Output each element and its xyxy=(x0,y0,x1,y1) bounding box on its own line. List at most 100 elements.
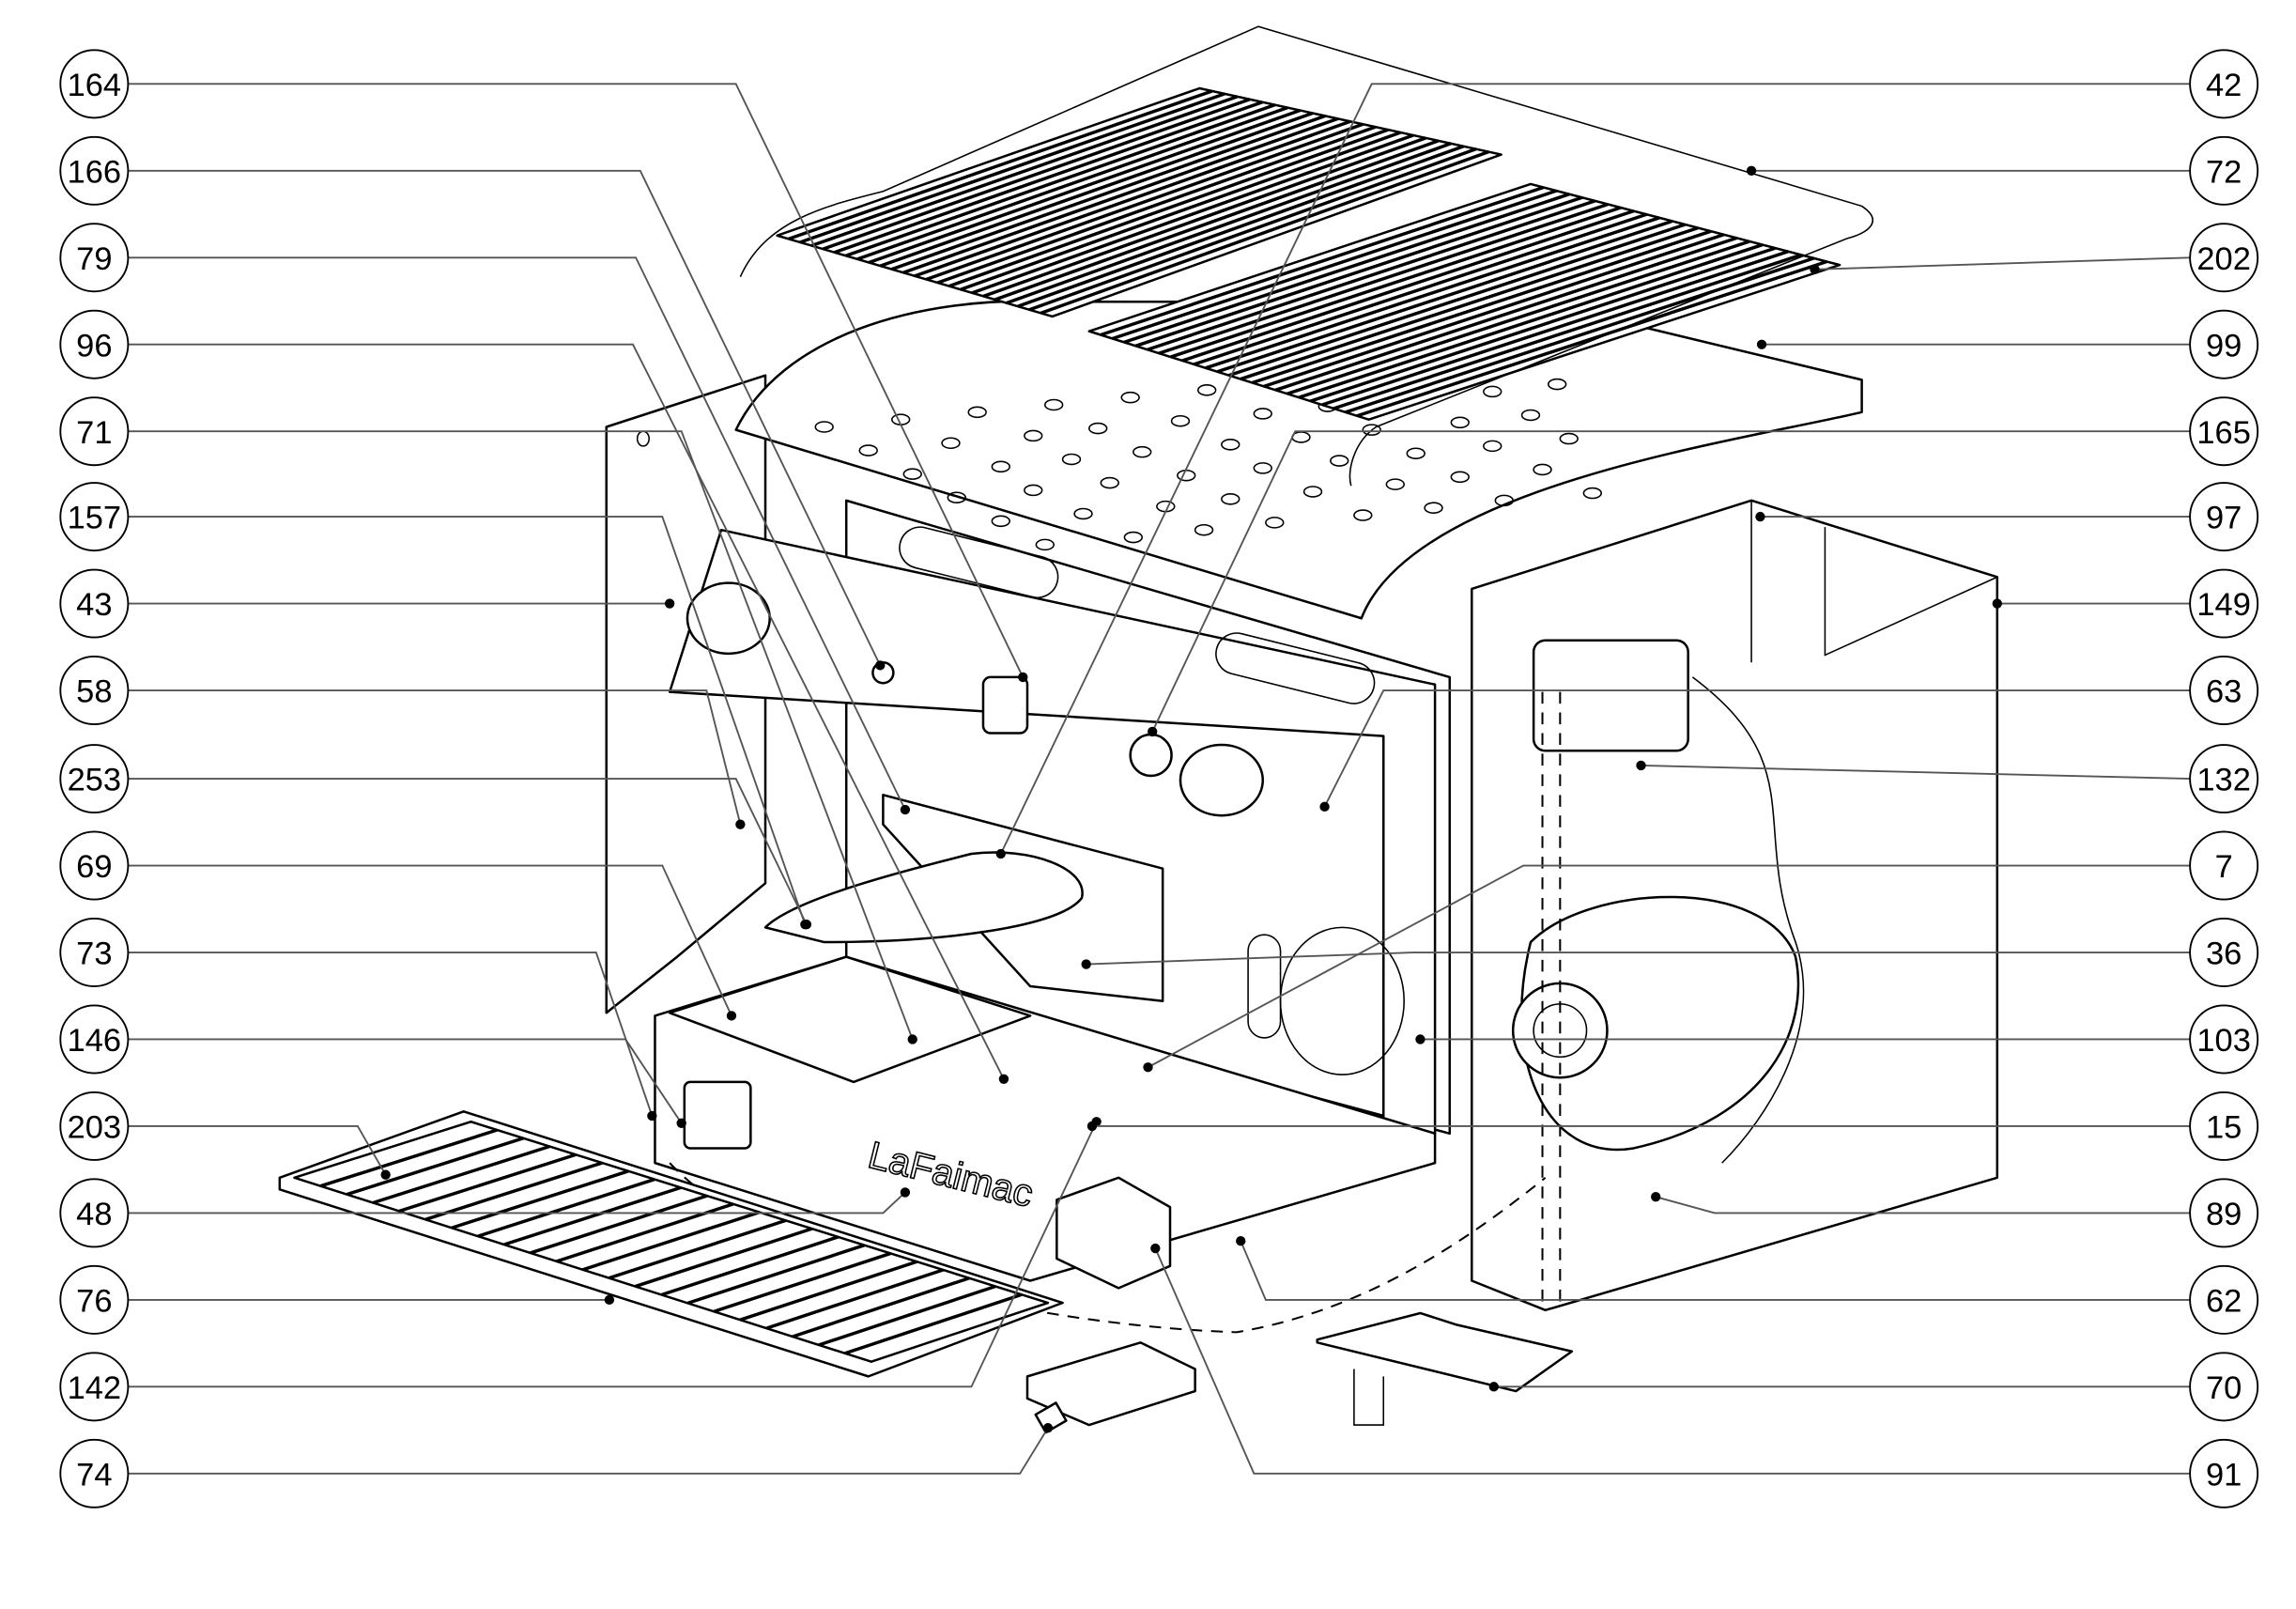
callout-label: 149 xyxy=(2196,587,2251,623)
leader-dot-36 xyxy=(1081,959,1091,969)
pressure-switch-63 xyxy=(1532,639,1689,752)
leader-dot-43 xyxy=(664,598,675,609)
leader-dot-97 xyxy=(1755,511,1765,522)
leader-dot-103 xyxy=(1415,1034,1425,1044)
callout-164: 164 xyxy=(59,49,130,119)
callout-73: 73 xyxy=(59,918,130,987)
callout-97: 97 xyxy=(2189,482,2259,552)
callout-165: 165 xyxy=(2189,396,2259,467)
leader-dot-15 xyxy=(1086,1121,1098,1132)
leader-dot-58 xyxy=(735,819,746,829)
callout-142: 142 xyxy=(59,1352,130,1422)
leader-line-42 xyxy=(999,83,2191,855)
leader-dot-202 xyxy=(1810,264,1820,274)
leader-line-202 xyxy=(1814,256,2191,271)
leader-dot-132 xyxy=(1636,760,1646,771)
callout-label: 42 xyxy=(2206,68,2242,103)
callout-label: 165 xyxy=(2196,415,2251,451)
callout-label: 70 xyxy=(2206,1370,2242,1406)
callout-circle xyxy=(59,309,130,379)
leader-dot-91 xyxy=(1150,1243,1161,1254)
leader-line-79 xyxy=(128,256,906,811)
callout-circle xyxy=(2189,482,2259,552)
leader-dot-166 xyxy=(875,660,886,671)
callout-62: 62 xyxy=(2189,1264,2259,1335)
callout-circle xyxy=(59,1178,130,1248)
callout-label: 132 xyxy=(2196,763,2251,798)
callout-label: 58 xyxy=(76,674,112,710)
callout-circle xyxy=(59,223,130,293)
cup-tray-99 xyxy=(734,300,1863,620)
callout-label: 91 xyxy=(2206,1457,2242,1493)
callout-label: 142 xyxy=(68,1370,122,1406)
callout-label: 97 xyxy=(2206,501,2242,536)
callout-label: 203 xyxy=(68,1110,122,1146)
callout-label: 36 xyxy=(2206,936,2242,972)
leader-dot-203 xyxy=(380,1169,391,1180)
callout-label: 62 xyxy=(2206,1283,2242,1319)
leader-dot-62 xyxy=(1236,1236,1246,1246)
callout-label: 43 xyxy=(76,587,112,623)
callout-43: 43 xyxy=(59,568,130,639)
callout-circle xyxy=(2189,1438,2259,1508)
leader-dot-149 xyxy=(1992,598,2002,609)
callout-166: 166 xyxy=(59,135,130,206)
leader-dot-73 xyxy=(647,1110,657,1122)
leader-dot-69 xyxy=(726,1011,737,1021)
callout-203: 203 xyxy=(59,1091,130,1161)
leader-line-89 xyxy=(1655,1196,2191,1214)
leader-dot-253 xyxy=(801,920,812,930)
callout-label: 253 xyxy=(68,763,122,798)
callout-202: 202 xyxy=(2189,223,2259,293)
callout-74: 74 xyxy=(59,1438,130,1508)
callout-circle xyxy=(2189,656,2259,726)
callout-circle xyxy=(2189,830,2259,901)
leader-dot-74 xyxy=(1042,1423,1054,1433)
callout-circle xyxy=(59,1352,130,1422)
callout-157: 157 xyxy=(59,482,130,552)
callout-label: 63 xyxy=(2206,674,2242,710)
callout-91: 91 xyxy=(2189,1438,2259,1508)
callout-circle xyxy=(59,135,130,206)
leader-dot-164 xyxy=(1018,672,1028,683)
callout-circle xyxy=(2189,1178,2259,1248)
callout-circle xyxy=(2189,135,2259,206)
callout-72: 72 xyxy=(2189,135,2259,206)
drip-grill-bars xyxy=(293,1120,1050,1363)
callout-99: 99 xyxy=(2189,309,2259,379)
callout-48: 48 xyxy=(59,1178,130,1248)
leader-dot-42 xyxy=(995,848,1006,859)
callout-circle xyxy=(59,49,130,119)
callout-label: 74 xyxy=(76,1457,112,1493)
leader-line-48 xyxy=(128,1191,906,1214)
callout-label: 71 xyxy=(76,415,112,451)
leader-line-203 xyxy=(128,1125,387,1176)
callout-circle xyxy=(59,396,130,467)
callout-circle xyxy=(59,744,130,814)
callout-103: 103 xyxy=(2189,1004,2259,1075)
leader-line-69 xyxy=(128,864,732,1016)
callout-circle xyxy=(2189,1264,2259,1335)
callout-label: 48 xyxy=(76,1197,112,1232)
callout-71: 71 xyxy=(59,396,130,467)
leader-line-132 xyxy=(1641,765,2191,781)
callout-label: 103 xyxy=(2196,1023,2251,1059)
leader-line-71 xyxy=(128,430,914,1040)
callout-label: 7 xyxy=(2215,849,2233,885)
espresso-machine-drawing: LaFaimac xyxy=(278,25,1999,1434)
callout-label: 146 xyxy=(68,1023,122,1059)
callout-7: 7 xyxy=(2189,830,2259,901)
leader-dot-79 xyxy=(900,804,911,815)
callout-36: 36 xyxy=(2189,918,2259,987)
callout-label: 73 xyxy=(76,936,112,972)
callout-label: 166 xyxy=(68,154,122,190)
callout-circle xyxy=(59,482,130,552)
callout-132: 132 xyxy=(2189,744,2259,814)
tray-74 xyxy=(1025,1341,1196,1427)
callout-label: 76 xyxy=(76,1283,112,1319)
callout-89: 89 xyxy=(2189,1178,2259,1248)
callout-70: 70 xyxy=(2189,1352,2259,1422)
callout-circle xyxy=(59,656,130,726)
switch-164 xyxy=(981,675,1029,735)
